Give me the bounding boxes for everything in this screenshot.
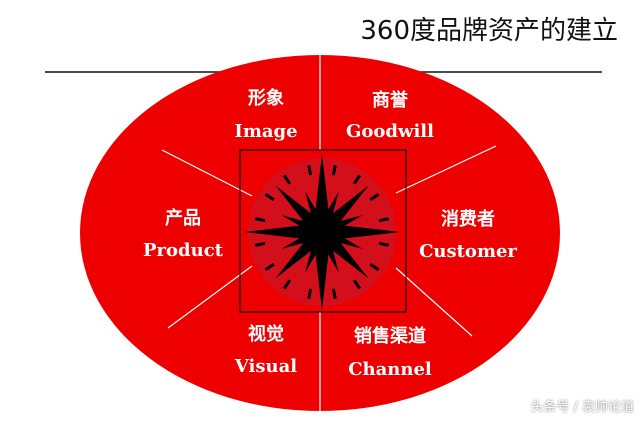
- compass-tick: [331, 288, 337, 299]
- label-customer-zh: 消费者: [441, 209, 495, 230]
- label-customer-en: Customer: [419, 241, 517, 262]
- compass-tick: [331, 165, 337, 176]
- compass-tick: [352, 279, 362, 290]
- label-visual-en: Visual: [234, 356, 298, 377]
- divider-lines: [161, 55, 497, 411]
- compass-tick: [378, 217, 389, 223]
- label-goodwill-zh: 商誉: [372, 90, 408, 111]
- label-goodwill-en: Goodwill: [346, 121, 434, 142]
- center-box: [239, 149, 407, 313]
- compass-tick: [282, 279, 292, 290]
- star-spike: [281, 215, 325, 238]
- slide-title: 360度品牌资产的建立: [360, 16, 618, 46]
- star-spike: [305, 191, 328, 235]
- label-image-zh: 形象: [248, 88, 284, 109]
- divider-upper-right: [395, 145, 497, 194]
- compass-star-icon: [244, 154, 400, 310]
- compass-tick: [264, 262, 275, 272]
- compass-tick: [307, 288, 313, 299]
- label-product-en: Product: [143, 240, 223, 261]
- divider-lower-right: [395, 267, 473, 337]
- label-channel-en: Channel: [348, 359, 432, 380]
- compass-tick: [352, 174, 362, 185]
- label-product-zh: 产品: [165, 208, 201, 229]
- divider-lower-left: [167, 265, 253, 329]
- compass-tick: [255, 241, 266, 247]
- compass-tick: [264, 192, 275, 202]
- label-image-en: Image: [234, 121, 298, 142]
- compass-tick: [369, 192, 380, 202]
- compass-tick: [255, 217, 266, 223]
- compass-tick: [369, 262, 380, 272]
- watermark: 头条号 / 袁帅论道: [530, 400, 634, 415]
- star-spike: [305, 229, 328, 273]
- divider-upper-left: [161, 149, 253, 197]
- star-spike: [319, 226, 363, 249]
- compass-tick: [378, 241, 389, 247]
- compass-tick: [282, 174, 292, 185]
- label-channel-zh: 销售渠道: [354, 326, 426, 347]
- label-visual-zh: 视觉: [248, 324, 284, 345]
- compass-tick: [307, 165, 313, 176]
